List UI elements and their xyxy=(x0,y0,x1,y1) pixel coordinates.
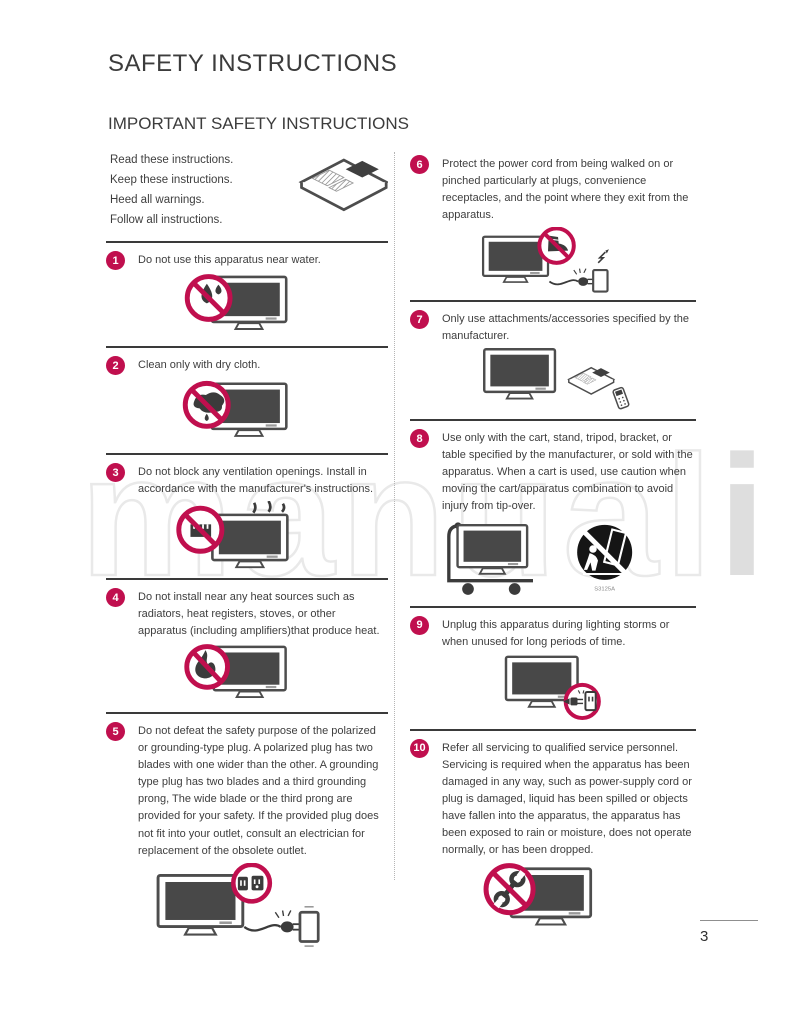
polarized-plug-icon xyxy=(156,862,320,947)
no-blocked-vents-icon xyxy=(176,501,289,569)
unplug-icon xyxy=(504,655,601,720)
page-number: 3 xyxy=(700,928,709,945)
intro-line: Heed all warnings. xyxy=(110,194,205,206)
divider xyxy=(106,453,388,455)
item-number-badge: 10 xyxy=(410,738,429,758)
instruction-text: Use only with the cart, stand, tripod, b… xyxy=(442,432,693,513)
no-self-service-illustration xyxy=(410,862,696,938)
divider xyxy=(106,712,388,715)
divider xyxy=(410,300,696,303)
instruction-text: Do not block any ventilation openings. I… xyxy=(138,466,374,496)
divider xyxy=(410,605,696,608)
instruction-text: Do not install near any heat sources suc… xyxy=(138,591,380,638)
item-number-badge: 9 xyxy=(410,615,429,635)
instruction-text: Refer all servicing to qualified service… xyxy=(442,741,692,856)
page-title: SAFETY INSTRUCTIONS xyxy=(108,50,398,77)
instruction-item-3: 3 Do not block any ventilation openings.… xyxy=(106,463,388,571)
no-heat-icon xyxy=(184,644,287,699)
instruction-item-6: 6 Protect the power cord from being walk… xyxy=(410,155,696,293)
intro-lines: Read these instructions. Keep these inst… xyxy=(106,154,233,234)
intro-block: Read these instructions. Keep these inst… xyxy=(106,152,388,234)
instruction-text: Do not use this apparatus near water. xyxy=(138,254,321,266)
instruction-text: Unplug this apparatus during lighting st… xyxy=(442,618,670,648)
left-column: Read these instructions. Keep these inst… xyxy=(106,152,388,951)
no-wrench-icon xyxy=(483,863,593,926)
page-footer: 3 xyxy=(700,920,758,945)
unplug-tv-illustration xyxy=(410,654,696,722)
tip-over-warning-symbol-icon: S3125A xyxy=(577,524,633,592)
divider xyxy=(106,346,388,348)
no-wet-cloth-icon xyxy=(182,380,288,438)
item-number-badge: 3 xyxy=(106,463,125,482)
item-number-badge: 4 xyxy=(106,588,125,608)
instruction-text: Clean only with dry cloth. xyxy=(138,359,261,371)
no-heat-illustration xyxy=(106,643,388,705)
item-number-badge: 1 xyxy=(106,251,125,270)
instruction-item-10: 10 Refer all servicing to qualified serv… xyxy=(410,738,696,938)
section-title: IMPORTANT SAFETY INSTRUCTIONS xyxy=(108,114,409,133)
instruction-item-9: 9 Unplug this apparatus during lighting … xyxy=(410,615,696,722)
no-stepping-on-cord-illustration xyxy=(410,227,696,293)
instruction-text: Do not defeat the safety purpose of the … xyxy=(138,725,379,857)
intro-line: Keep these instructions. xyxy=(110,174,233,186)
instruction-item-4: 4 Do not install near any heat sources s… xyxy=(106,588,388,705)
no-stepping-on-cord-icon xyxy=(481,227,609,293)
no-water-icon xyxy=(184,274,288,331)
divider xyxy=(106,241,388,243)
tv-cart-tip-over-icon: S3125A xyxy=(447,521,633,595)
watermark-solid-text: i xyxy=(718,420,772,612)
polarized-plug-illustration xyxy=(106,862,388,947)
divider xyxy=(106,578,388,581)
column-divider xyxy=(394,152,395,880)
instruction-item-8: 8 Use only with the cart, stand, tripod,… xyxy=(410,429,696,598)
instruction-text: Protect the power cord from being walked… xyxy=(442,158,689,222)
item-number-badge: 7 xyxy=(410,310,429,330)
footer-rule xyxy=(700,920,758,921)
item-number-badge: 6 xyxy=(410,155,429,174)
instruction-text: Only use attachments/accessories specifi… xyxy=(442,313,690,343)
item-number-badge: 2 xyxy=(106,356,125,375)
no-wet-cloth-illustration xyxy=(106,378,388,446)
right-column: 6 Protect the power cord from being walk… xyxy=(410,152,696,942)
instruction-item-2: 2 Clean only with dry cloth. xyxy=(106,356,388,446)
intro-line: Follow all instructions. xyxy=(110,214,223,226)
no-water-illustration xyxy=(106,273,388,339)
divider xyxy=(410,419,696,422)
tv-cart-illustration: S3125A xyxy=(410,519,696,599)
item-number-badge: 8 xyxy=(410,429,429,449)
tv-accessories-icon xyxy=(482,348,629,410)
instruction-item-7: 7 Only use attachments/accessories speci… xyxy=(410,310,696,412)
instruction-item-1: 1 Do not use this apparatus near water. xyxy=(106,251,388,339)
tv-accessories-illustration xyxy=(410,348,696,412)
no-blocked-vents-illustration xyxy=(106,501,388,571)
manual-book-icon xyxy=(300,158,388,212)
intro-line: Read these instructions. xyxy=(110,154,234,166)
instruction-item-5: 5 Do not defeat the safety purpose of th… xyxy=(106,722,388,947)
tip-over-symbol-caption: S3125A xyxy=(594,586,615,592)
tv-on-cart-icon xyxy=(447,521,533,595)
divider xyxy=(410,728,696,731)
item-number-badge: 5 xyxy=(106,722,125,742)
